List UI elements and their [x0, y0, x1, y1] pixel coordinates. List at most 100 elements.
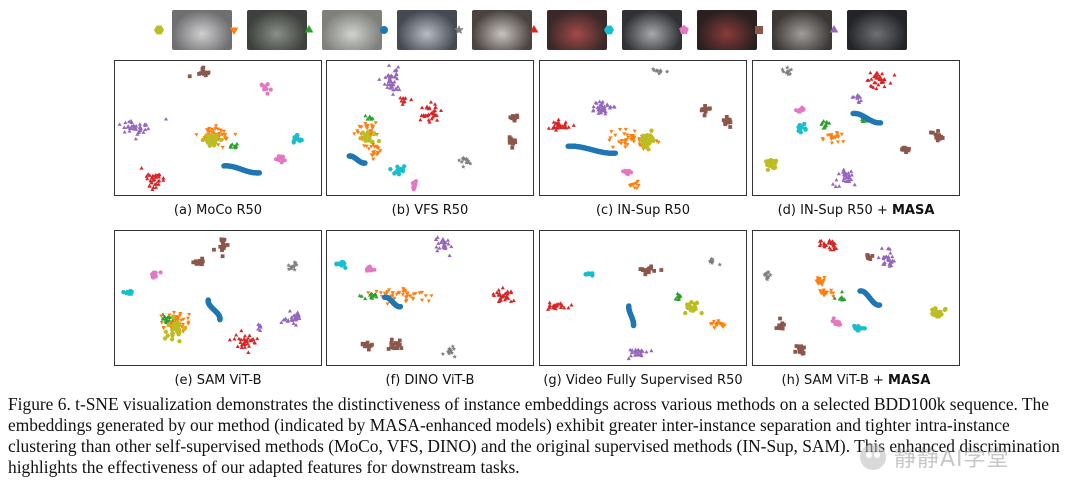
embedding-point [411, 186, 416, 192]
embedding-point [389, 345, 394, 350]
circle-marker-icon [380, 26, 388, 34]
embedding-point [676, 297, 681, 301]
embedding-point [556, 117, 561, 122]
tsne-plot [326, 60, 534, 196]
embedding-point [622, 139, 627, 144]
embedding-point [200, 138, 206, 143]
embedding-point [419, 105, 425, 110]
embedding-point [129, 120, 134, 124]
embedding-point [352, 132, 357, 136]
embedding-point [150, 175, 155, 179]
embedding-point [177, 339, 182, 344]
embedding-point [644, 349, 649, 354]
embedding-point [602, 104, 607, 109]
embedding-point [860, 117, 865, 122]
embedding-point [186, 322, 191, 326]
embedding-point [405, 291, 410, 296]
embedding-point [292, 135, 297, 140]
embedding-point [227, 337, 232, 342]
embedding-point [242, 333, 248, 338]
embedding-point [262, 85, 267, 90]
embedding-point [293, 323, 299, 327]
embedding-point [500, 293, 506, 298]
embedding-point [763, 159, 769, 164]
embedding-point [177, 330, 182, 335]
embedding-point [276, 153, 282, 159]
tsne-plot [114, 230, 322, 366]
embedding-point [246, 336, 251, 340]
embedding-point [137, 122, 142, 126]
embedding-point [363, 296, 368, 301]
embedding-point [181, 317, 186, 322]
embedding-point [840, 297, 845, 302]
embedding-point [166, 323, 171, 328]
embedding-point [391, 92, 396, 96]
embedding-point [222, 244, 227, 249]
embedding-point [436, 241, 441, 245]
embedding-point [207, 130, 212, 134]
figure-caption: Figure 6. t-SNE visualization demonstrat… [8, 394, 1060, 477]
embedding-point [204, 133, 209, 138]
embedding-point [411, 292, 416, 297]
embedding-point [434, 244, 439, 249]
embedding-point [265, 81, 270, 87]
embedding-point [819, 122, 824, 126]
embedding-point [127, 119, 132, 124]
embedding-point [768, 272, 773, 277]
embedding-point [185, 316, 190, 321]
embedding-point [200, 262, 204, 267]
embedding-point [794, 344, 799, 348]
embedding-point [796, 128, 802, 133]
embedding-point [452, 354, 457, 359]
embedding-point [447, 346, 452, 351]
embedding-point [890, 254, 895, 259]
embedding-point [717, 321, 722, 325]
embedding-point [837, 297, 842, 301]
embedding-point [622, 132, 627, 136]
embedding-point [464, 160, 469, 165]
embedding-point [205, 71, 210, 76]
embedding-point [865, 78, 870, 82]
embedding-point [879, 80, 884, 85]
embedding-point [849, 177, 854, 182]
embedding-point [855, 326, 861, 331]
embedding-point [399, 346, 404, 350]
embedding-point [171, 310, 177, 315]
embedding-point [841, 140, 846, 144]
embedding-point [397, 338, 402, 343]
embedding-point [187, 74, 192, 79]
embedding-point [640, 267, 645, 272]
embedding-point [877, 74, 882, 79]
embedding-point [145, 176, 150, 181]
embedding-point [366, 147, 371, 151]
embedding-point [765, 276, 770, 282]
embedding-point [399, 98, 404, 103]
embedding-point [216, 143, 221, 147]
embedding-point [550, 126, 555, 130]
embedding-point [559, 303, 564, 307]
tsne-plot [539, 60, 747, 196]
embedding-point [630, 348, 635, 352]
embedding-point [258, 328, 263, 332]
embedding-point [702, 113, 707, 118]
embedding-point [717, 262, 723, 267]
embedding-point [765, 167, 771, 172]
embedding-point [876, 255, 881, 260]
tsne-plot [114, 60, 322, 196]
embedding-point [438, 108, 444, 113]
embedding-point [623, 145, 628, 150]
embedding-point [937, 309, 943, 314]
embedding-point [720, 325, 725, 329]
embedding-point [641, 147, 646, 151]
embedding-point [372, 145, 377, 149]
vehicle-thumbnail [772, 10, 832, 50]
embedding-point [242, 345, 247, 349]
embedding-point [511, 298, 516, 303]
triangle-up-marker-icon [829, 25, 839, 33]
tsne-plot [752, 60, 960, 196]
embedding-point [830, 136, 835, 140]
embedding-point [584, 272, 590, 277]
embedding-point [496, 288, 501, 292]
embedding-point [839, 296, 844, 300]
embedding-point [289, 266, 294, 271]
